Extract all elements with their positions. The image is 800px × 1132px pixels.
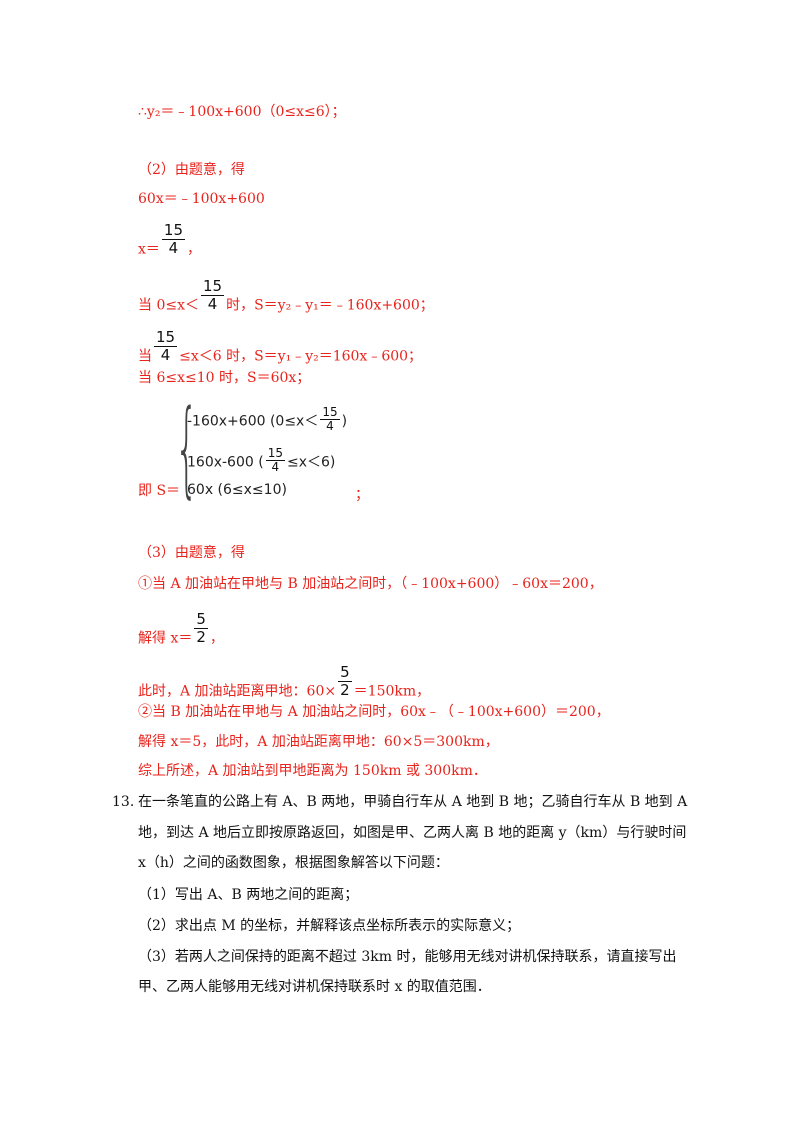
text: -160x+600 (0≤x＜ bbox=[187, 413, 319, 430]
text: ≤x＜6) bbox=[286, 454, 336, 471]
denominator: 4 bbox=[207, 295, 218, 313]
numerator: 15 bbox=[154, 328, 178, 347]
text: ， bbox=[209, 630, 224, 647]
text: 160x-600 ( bbox=[187, 454, 264, 471]
numerator: 15 bbox=[265, 446, 285, 461]
brace-icon: { bbox=[175, 387, 199, 509]
solution-line: 当 6≤x≤10 时，S＝60x； bbox=[138, 370, 311, 386]
numerator: 15 bbox=[161, 221, 185, 240]
solution-line: ∴y₂＝﹣100x+600（0≤x≤6）； bbox=[138, 104, 346, 120]
denominator: 4 bbox=[271, 460, 280, 474]
numerator: 5 bbox=[194, 610, 208, 629]
numerator: 15 bbox=[320, 405, 340, 420]
text: 时，S＝y₂﹣y₁＝﹣160x+600； bbox=[226, 297, 434, 314]
subquestion-2: （2）求出点 M 的坐标，并解释该点坐标所表示的实际意义； bbox=[138, 918, 521, 934]
text: 此时，A 加油站距离甲地：60× bbox=[138, 683, 337, 700]
solution-line: ②当 B 加油站在甲地与 A 加油站之间时，60x﹣（﹣100x+600）＝20… bbox=[138, 704, 610, 720]
part3-heading: （3）由题意，得 bbox=[138, 545, 245, 561]
text: 解得 x＝ bbox=[138, 630, 193, 647]
denominator: 2 bbox=[196, 628, 206, 646]
text: 当 0≤x＜ bbox=[138, 297, 199, 314]
question-number: 13. bbox=[112, 794, 135, 810]
punctuation: ； bbox=[355, 487, 369, 503]
solution-line: 解得 x＝5，此时，A 加油站距离甲地：60×5＝300km， bbox=[138, 734, 499, 750]
piecewise-row: 60x (6≤x≤10) bbox=[187, 482, 287, 498]
subquestion-3-cont: 甲、乙两人能够用无线对讲机保持联系时 x 的取值范围． bbox=[138, 979, 491, 995]
subquestion-1: （1）写出 A、B 两地之间的距离； bbox=[138, 887, 359, 903]
text: x＝ bbox=[138, 241, 160, 258]
text: 当 bbox=[138, 348, 152, 365]
question-text: x（h）之间的函数图象，根据图象解答以下问题： bbox=[138, 855, 449, 871]
question-text: 地，到达 A 地后立即按原路返回，如图是甲、乙两人离 B 地的距离 y（km）与… bbox=[138, 825, 687, 841]
denominator: 4 bbox=[160, 346, 171, 364]
numerator: 15 bbox=[200, 277, 225, 296]
text: ＝150km， bbox=[353, 683, 431, 700]
subquestion-3: （3）若两人之间保持的距离不超过 3km 时，能够用无线对讲机保持联系，请直接写… bbox=[138, 949, 677, 965]
question-text: 在一条笔直的公路上有 A、B 两地，甲骑自行车从 A 地到 B 地；乙骑自行车从… bbox=[138, 794, 688, 810]
text: ， bbox=[187, 241, 201, 258]
equation-line: 60x＝﹣100x+600 bbox=[138, 191, 265, 207]
part2-heading: （2）由题意，得 bbox=[138, 162, 245, 178]
denominator: 2 bbox=[340, 681, 350, 699]
text: ≤x＜6 时，S＝y₁﹣y₂＝160x﹣600； bbox=[179, 348, 423, 365]
piecewise-prefix: 即 S＝ bbox=[138, 483, 181, 499]
numerator: 5 bbox=[338, 663, 352, 682]
conclusion-line: 综上所述，A 加油站到甲地距离为 150km 或 300km． bbox=[138, 763, 487, 779]
solution-line: ①当 A 加油站在甲地与 B 加油站之间时，（﹣100x+600）﹣60x＝20… bbox=[138, 576, 603, 592]
denominator: 4 bbox=[326, 419, 334, 433]
denominator: 4 bbox=[168, 239, 179, 257]
text: ) bbox=[341, 413, 348, 430]
